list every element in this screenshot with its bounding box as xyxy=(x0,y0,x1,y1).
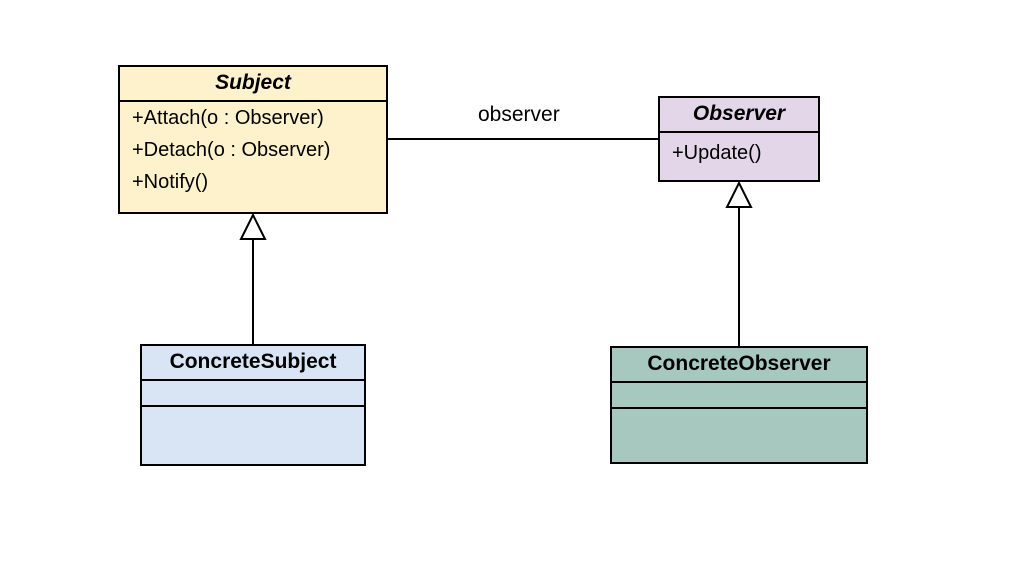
method-update: +Update() xyxy=(672,142,762,164)
class-concrete-subject-name: ConcreteSubject xyxy=(142,346,364,381)
inheritance-arrow-observer xyxy=(725,180,753,208)
class-subject-name: Subject xyxy=(120,67,386,102)
class-subject[interactable]: Subject +Attach(o : Observer) +Detach(o … xyxy=(118,65,388,214)
method-attach: +Attach(o : Observer) xyxy=(132,107,324,129)
class-observer-name: Observer xyxy=(660,98,818,133)
inheritance-arrow-subject xyxy=(239,212,267,240)
class-concrete-observer-attributes xyxy=(612,383,866,409)
class-observer[interactable]: Observer +Update() xyxy=(658,96,820,182)
class-subject-methods: +Attach(o : Observer) +Detach(o : Observ… xyxy=(120,102,386,198)
class-observer-methods: +Update() xyxy=(660,133,818,169)
association-label: observer xyxy=(478,103,560,126)
class-concrete-subject-attributes xyxy=(142,381,364,407)
class-concrete-observer[interactable]: ConcreteObserver xyxy=(610,346,868,464)
class-concrete-subject[interactable]: ConcreteSubject xyxy=(140,344,366,466)
method-detach: +Detach(o : Observer) xyxy=(132,139,331,161)
class-concrete-observer-name: ConcreteObserver xyxy=(612,348,866,383)
method-notify: +Notify() xyxy=(132,171,209,193)
